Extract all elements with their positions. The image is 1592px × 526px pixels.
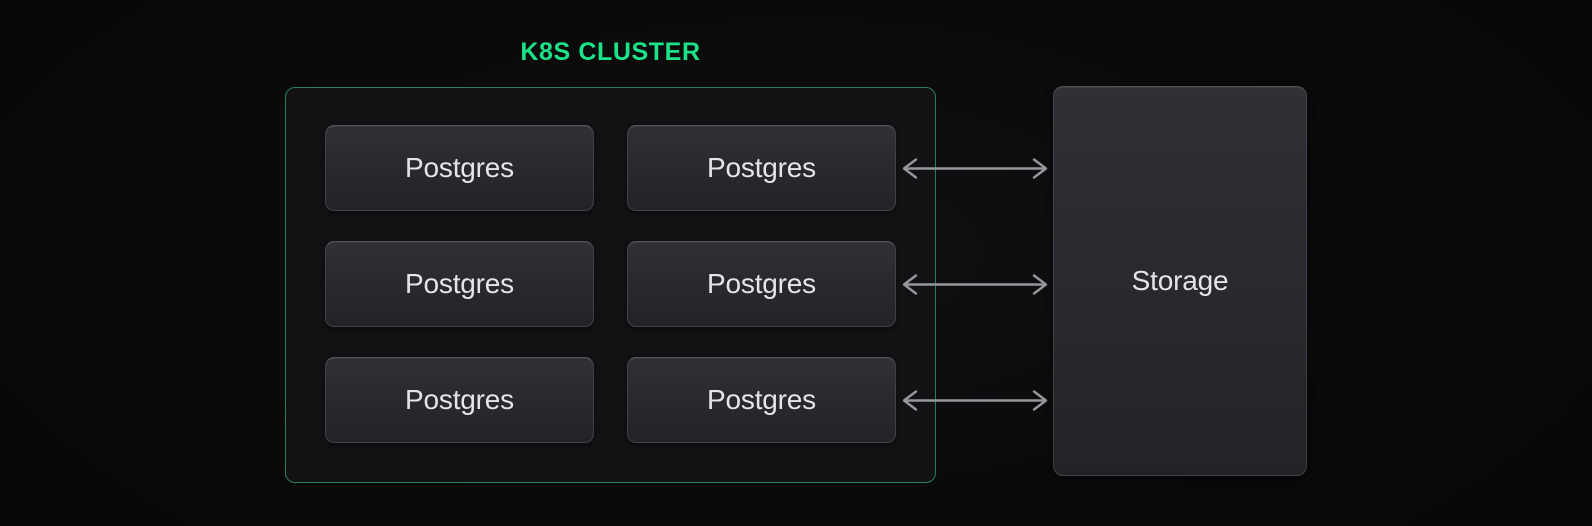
postgres-node: Postgres [627,125,896,211]
bidirectional-arrow-icon [902,157,1048,179]
postgres-node-label: Postgres [707,268,816,299]
bidirectional-arrow-icon [902,389,1048,411]
cluster-title: K8S CLUSTER [520,38,701,66]
storage-box: Storage [1053,86,1307,476]
postgres-node-label: Postgres [405,268,514,299]
postgres-node-label: Postgres [707,152,816,183]
postgres-node: Postgres [627,357,896,443]
postgres-node-label: Postgres [405,152,514,183]
postgres-node: Postgres [627,241,896,327]
bidirectional-arrow-icon [902,273,1048,295]
postgres-node-label: Postgres [707,384,816,415]
postgres-node: Postgres [325,241,594,327]
postgres-node: Postgres [325,357,594,443]
postgres-node-label: Postgres [405,384,514,415]
storage-label: Storage [1131,265,1229,296]
postgres-node: Postgres [325,125,594,211]
